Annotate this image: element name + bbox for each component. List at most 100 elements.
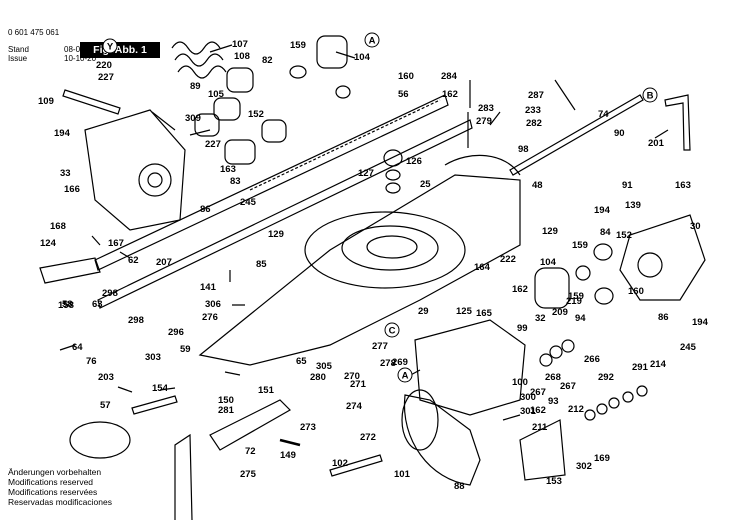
bushing — [213, 97, 241, 121]
shaft — [62, 89, 121, 115]
part-number-label: 150 — [218, 395, 234, 406]
part-number-label: 109 — [38, 96, 54, 107]
washer — [593, 243, 613, 261]
washer — [335, 85, 351, 99]
part-number-label: 292 — [598, 372, 614, 383]
rail-edge — [249, 99, 441, 191]
part-number-label: 98 — [518, 144, 529, 155]
part-number-label: 126 — [406, 156, 422, 167]
washer — [549, 345, 563, 359]
part-number-label: 272 — [360, 432, 376, 443]
part-number-label: 298 — [102, 288, 118, 299]
right-bracket — [619, 214, 706, 301]
part-number-label: 284 — [441, 71, 458, 82]
part-number-label: 222 — [500, 254, 516, 265]
turntable — [304, 211, 466, 289]
part-number-label: 164 — [474, 262, 491, 273]
bushing — [316, 35, 348, 69]
footer-line: Änderungen vorbehalten — [8, 467, 102, 477]
part-number-label: 104 — [354, 52, 371, 63]
part-number-label: 105 — [208, 89, 225, 100]
part-number-label: 277 — [372, 341, 388, 352]
shaft — [329, 454, 383, 477]
shaft — [131, 395, 178, 415]
part-number-label: 139 — [625, 200, 641, 211]
callout-letter: A — [369, 36, 376, 47]
part-number-label: 84 — [600, 227, 611, 238]
saw-base — [198, 174, 521, 366]
part-number-label: 104 — [540, 257, 557, 268]
bushing — [261, 119, 287, 143]
washer — [584, 409, 596, 421]
washer — [596, 403, 608, 415]
turntable-inner — [341, 225, 439, 271]
part-number-label: 76 — [86, 356, 97, 367]
part-number-label: 279 — [476, 116, 492, 127]
part-number-label: 65 — [296, 356, 307, 367]
part-number-label: 233 — [525, 105, 541, 116]
callout-circle — [384, 322, 400, 338]
drawing-shapes — [39, 35, 706, 521]
part-number-label: 296 — [168, 327, 184, 338]
shaft — [509, 94, 644, 176]
part-number-label: 298 — [128, 315, 144, 326]
part-number-label: 107 — [232, 39, 248, 50]
part-number-label: 214 — [650, 359, 667, 370]
part-number-label: 220 — [96, 60, 112, 71]
washer — [622, 391, 634, 403]
part-number-label: 274 — [346, 401, 363, 412]
part-number-label: 166 — [64, 184, 80, 195]
part-number-label: 309 — [185, 113, 201, 124]
part-number-label: 291 — [632, 362, 649, 373]
part-number-label: 125 — [456, 306, 473, 317]
part-number-label: 303 — [145, 352, 161, 363]
bushing — [226, 67, 254, 93]
part-number-label: 160 — [398, 71, 414, 82]
right-bracket-bore — [637, 252, 663, 278]
part-number-label: 162 — [442, 89, 458, 100]
washer — [289, 65, 307, 79]
part-number-label: 57 — [100, 400, 111, 411]
part-number-label: 209 — [552, 307, 568, 318]
part-number-label: 48 — [532, 180, 543, 191]
part-number-label: 72 — [245, 446, 256, 457]
part-number-label: 63 — [92, 299, 103, 310]
washer — [636, 385, 648, 397]
plate — [519, 419, 566, 481]
part-number-label: 194 — [54, 128, 71, 139]
slide-rail — [94, 94, 449, 271]
part-number-label: 278 — [380, 358, 396, 369]
part-number-label: 25 — [420, 179, 431, 190]
part-number-label: 280 — [310, 372, 326, 383]
part-number-label: 152 — [616, 230, 632, 241]
part-number-label: 158 — [58, 300, 74, 311]
part-number-label: 56 — [398, 89, 409, 100]
washer — [539, 353, 553, 367]
part-number-label: 269 — [392, 357, 408, 368]
part-number-label: 159 — [290, 40, 306, 51]
part-number-label: 154 — [152, 383, 169, 394]
part-number-label: 30 — [690, 221, 701, 232]
part-number-label: 101 — [394, 469, 411, 480]
allen-key — [664, 94, 691, 151]
bracket-housing — [84, 109, 186, 231]
part-number-label: 129 — [542, 226, 558, 237]
lever — [39, 257, 101, 284]
bolt — [279, 438, 301, 447]
part-number-label: 163 — [220, 164, 236, 175]
part-number-label: 169 — [594, 453, 610, 464]
bracket-bore-inner — [147, 172, 163, 188]
part-number-label: 212 — [568, 404, 584, 415]
part-number-label: 227 — [98, 72, 114, 83]
part-number-label: 245 — [680, 342, 697, 353]
blade-guard — [403, 394, 481, 486]
part-number-label: 306 — [205, 299, 221, 310]
part-number-label: 219 — [566, 296, 582, 307]
washer — [385, 169, 401, 181]
part-number-label: 82 — [262, 55, 273, 66]
bushing — [224, 139, 256, 165]
washer — [385, 182, 401, 194]
part-number-label: 32 — [535, 313, 546, 324]
part-number-label: 165 — [476, 308, 493, 319]
